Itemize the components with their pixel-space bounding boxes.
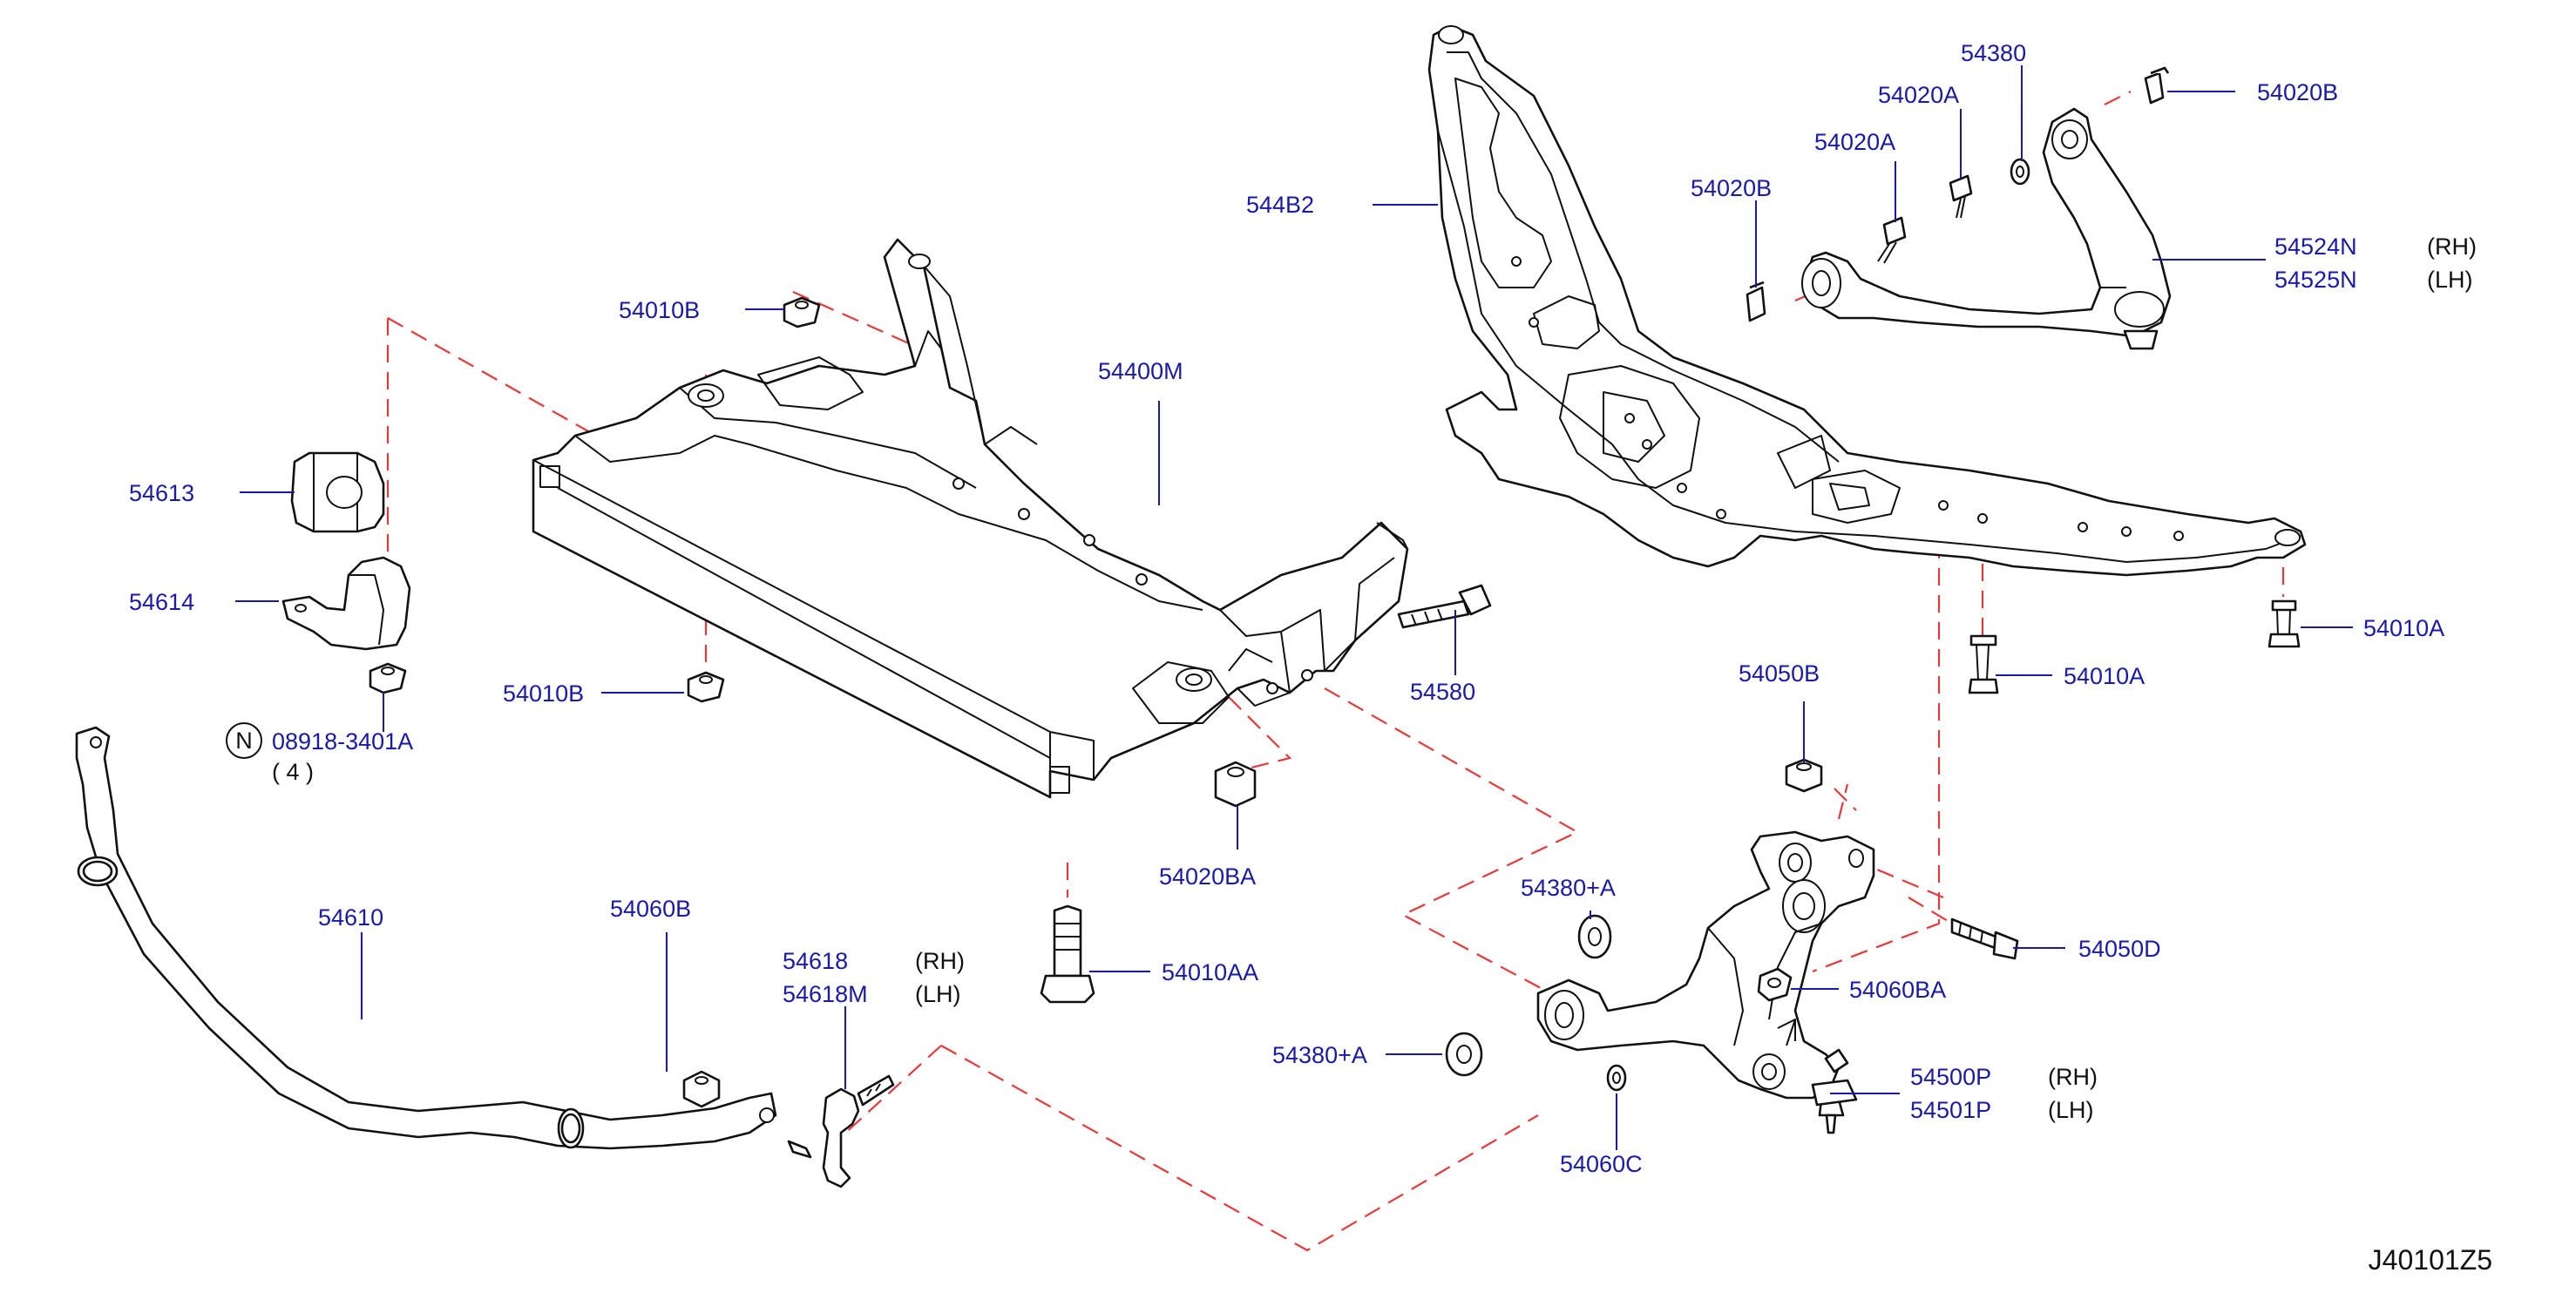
bushing-54613 <box>290 451 385 533</box>
label-54010B-top[interactable]: 54010B <box>619 297 700 323</box>
label-54614[interactable]: 54614 <box>129 589 194 615</box>
label-54400M[interactable]: 54400M <box>1098 358 1183 384</box>
lower-link <box>1536 830 1875 1134</box>
part-labels: 544B2 54380 54020A 54020B 54020A 54020B … <box>129 40 2477 1177</box>
label-54613[interactable]: 54613 <box>129 480 194 506</box>
label-544B2[interactable]: 544B2 <box>1246 192 1314 218</box>
upper-link <box>1801 107 2172 350</box>
upper-fasteners <box>1746 66 2170 322</box>
label-08918-3401A[interactable]: 08918-3401A <box>272 728 413 755</box>
label-54010A-right[interactable]: 54010A <box>2363 615 2444 641</box>
label-54618M-side: (LH) <box>915 981 961 1007</box>
label-54618-side: (RH) <box>915 948 965 974</box>
label-54020BA[interactable]: 54020BA <box>1159 863 1256 890</box>
fasteners-center <box>682 584 1492 1108</box>
label-54380A-low[interactable]: 54380+A <box>1272 1042 1367 1068</box>
label-54050D[interactable]: 54050D <box>2078 936 2161 962</box>
label-54020A-mid[interactable]: 54020A <box>1814 129 1895 155</box>
stabilizer-bar <box>75 726 777 1150</box>
label-54580[interactable]: 54580 <box>1410 679 1475 705</box>
fasteners-right <box>1445 599 2301 1092</box>
label-54525N[interactable]: 54525N <box>2274 267 2357 293</box>
bracket-54614 <box>281 556 411 651</box>
label-54380[interactable]: 54380 <box>1961 40 2026 66</box>
label-54060BA[interactable]: 54060BA <box>1849 977 1946 1003</box>
label-54050B[interactable]: 54050B <box>1739 660 1820 687</box>
leader-lines <box>235 65 2353 1150</box>
front-suspension-member <box>532 238 1409 799</box>
label-54010AA[interactable]: 54010AA <box>1162 959 1258 985</box>
stabilizer-link <box>787 1074 895 1188</box>
label-54524N[interactable]: 54524N <box>2274 234 2357 260</box>
label-54501P[interactable]: 54501P <box>1910 1097 1991 1123</box>
label-54010A-mid[interactable]: 54010A <box>2064 663 2145 689</box>
fasteners-left <box>369 296 821 703</box>
label-54020B-mid[interactable]: 54020B <box>1691 175 1772 201</box>
label-54618M[interactable]: 54618M <box>783 981 868 1007</box>
rear-suspension-member <box>1427 24 2307 577</box>
label-54060B[interactable]: 54060B <box>610 896 691 922</box>
label-54500P-side: (RH) <box>2048 1064 2098 1090</box>
diagram-id: J40101Z5 <box>2369 1244 2492 1276</box>
label-54010B-low[interactable]: 54010B <box>503 680 584 707</box>
label-54501P-side: (LH) <box>2048 1097 2094 1123</box>
label-54060C[interactable]: 54060C <box>1560 1151 1643 1177</box>
label-54500P[interactable]: 54500P <box>1910 1064 1991 1090</box>
note-symbol: N <box>235 728 253 754</box>
label-54380A-top[interactable]: 54380+A <box>1521 875 1616 901</box>
label-54020A-top[interactable]: 54020A <box>1878 82 1959 108</box>
label-08918-qty: ( 4 ) <box>272 759 314 785</box>
label-54525N-side: (LH) <box>2427 267 2473 293</box>
label-54020B-top[interactable]: 54020B <box>2257 79 2338 105</box>
label-54610[interactable]: 54610 <box>318 904 383 931</box>
label-54618[interactable]: 54618 <box>783 948 848 974</box>
label-54524N-side: (RH) <box>2427 234 2477 260</box>
note-symbol-circle <box>226 722 262 759</box>
